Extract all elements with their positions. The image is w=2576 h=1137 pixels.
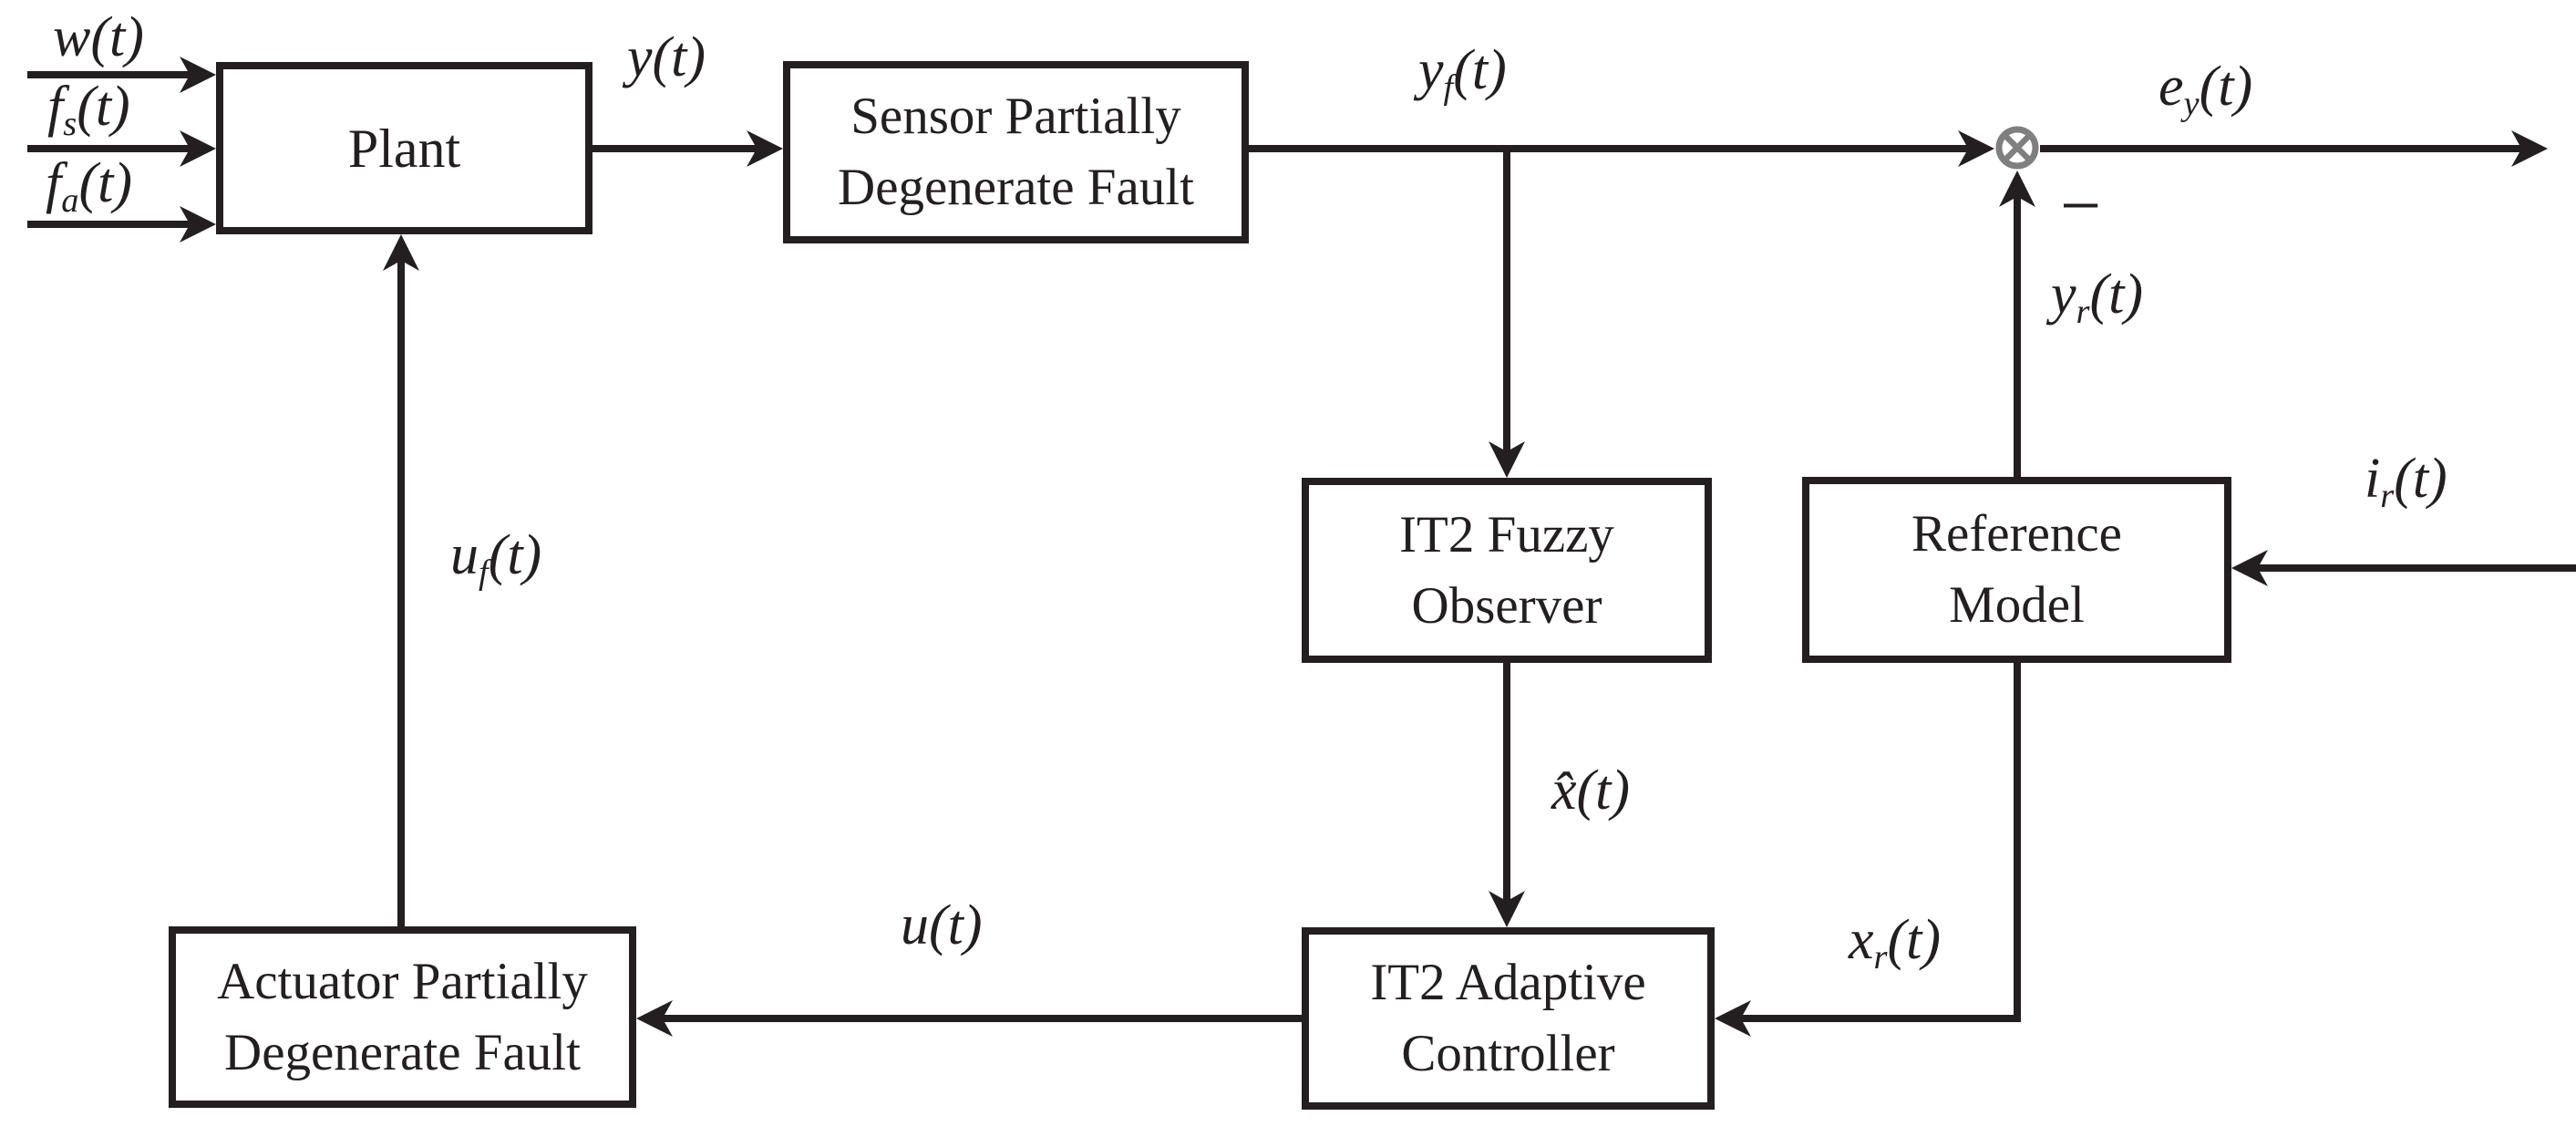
signal-label-yf: yf(t) bbox=[1418, 39, 1507, 107]
signal-label-uf: uf(t) bbox=[450, 524, 542, 592]
signal-label-xr: xr(t) bbox=[1849, 909, 1942, 977]
signal-label-y: y(t) bbox=[627, 26, 706, 88]
plant-label: Plant bbox=[347, 118, 461, 179]
reference-model-block: Reference Model bbox=[1802, 477, 2231, 663]
actuator-fault-block: Actuator Partially Degenerate Fault bbox=[169, 926, 636, 1108]
plant-block: Plant bbox=[216, 62, 592, 234]
reference-model-label-line2: Model bbox=[1949, 576, 2085, 634]
signal-label-u: u(t) bbox=[901, 894, 983, 956]
actuator-fault-label-line1: Actuator Partially bbox=[217, 952, 588, 1010]
observer-label-line2: Observer bbox=[1411, 576, 1602, 635]
sensor-fault-block: Sensor Partially Degenerate Fault bbox=[783, 61, 1249, 243]
controller-block: IT2 Adaptive Controller bbox=[1302, 927, 1715, 1110]
controller-label-line2: Controller bbox=[1401, 1025, 1615, 1082]
wire-xr bbox=[1715, 663, 2021, 1037]
sensor-fault-label-line1: Sensor Partially bbox=[850, 88, 1181, 145]
summing-junction-icon bbox=[1995, 126, 2039, 170]
sensor-fault-label-line2: Degenerate Fault bbox=[838, 159, 1194, 216]
signal-label-xhat: x̂(t) bbox=[1551, 760, 1631, 822]
reference-model-label-line1: Reference bbox=[1911, 505, 2122, 563]
controller-label-line1: IT2 Adaptive bbox=[1370, 954, 1646, 1011]
signal-label-fa: fa(t) bbox=[46, 152, 132, 220]
observer-block: IT2 Fuzzy Observer bbox=[1302, 478, 1712, 663]
minus-sign: − bbox=[2060, 166, 2102, 246]
signal-label-w: w(t) bbox=[53, 6, 144, 68]
signal-label-yr: yr(t) bbox=[2051, 264, 2144, 331]
signal-label-ir: ir(t) bbox=[2365, 448, 2447, 515]
signal-label-fs: fs(t) bbox=[47, 76, 130, 143]
actuator-fault-label-line2: Degenerate Fault bbox=[224, 1023, 581, 1081]
observer-label-line1: IT2 Fuzzy bbox=[1399, 505, 1614, 563]
signal-label-ey: ey(t) bbox=[2159, 56, 2253, 123]
